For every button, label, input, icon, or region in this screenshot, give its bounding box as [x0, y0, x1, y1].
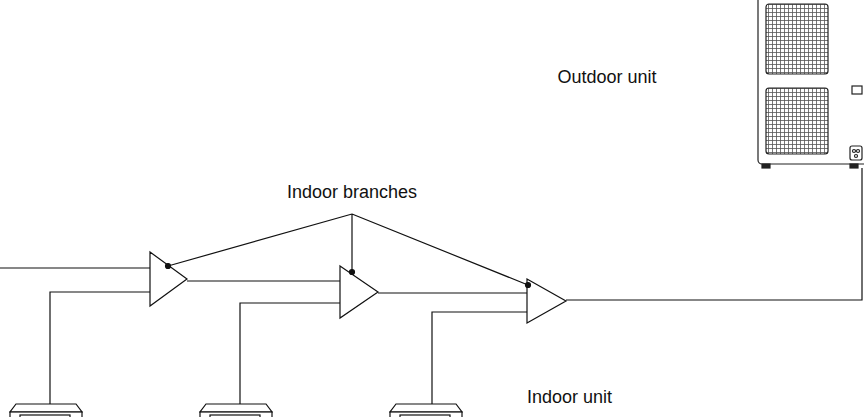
branch-joint	[150, 252, 566, 323]
leader-line	[166, 214, 531, 288]
indoor-unit-symbol	[10, 404, 462, 417]
refrigerant-pipe	[0, 168, 862, 405]
indoor-unit-label: Indoor unit	[527, 387, 612, 409]
branch-label: Indoor branches	[287, 182, 417, 204]
outdoor-unit-symbol	[758, 0, 864, 168]
outdoor-unit-label: Outdoor unit	[557, 67, 656, 89]
